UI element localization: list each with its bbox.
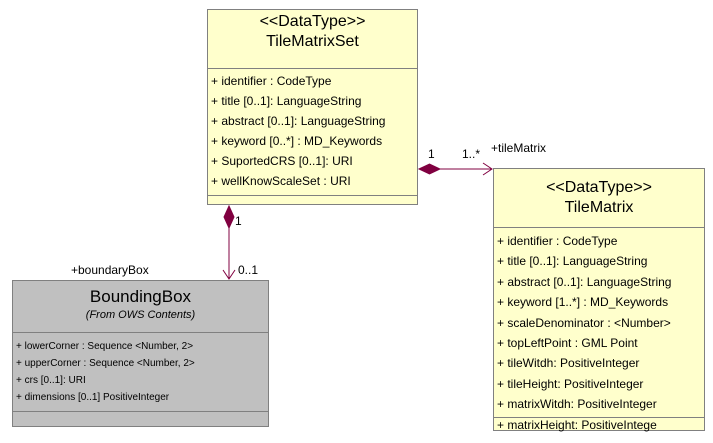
attribute-compartment: + lowerCorner : Sequence <Number, 2> + u… <box>13 333 268 412</box>
boundingbox-source-multiplicity: 1 <box>235 214 242 228</box>
class-name: TileMatrixSet <box>266 33 359 50</box>
attribute: + upperCorner : Sequence <Number, 2> <box>16 358 195 369</box>
boundingbox-arrowhead <box>222 269 236 280</box>
class-tilematrix[interactable]: <<DataType>> TileMatrix + identifier : C… <box>493 168 705 432</box>
attribute: + identifier : CodeType <box>211 74 332 88</box>
boundingbox-composition-diamond <box>223 204 235 230</box>
attribute-compartment: + identifier : CodeType + title [0..1]: … <box>208 69 417 196</box>
class-name: BoundingBox <box>89 287 192 306</box>
attribute-compartment: + identifier : CodeType + title [0..1]: … <box>494 228 704 432</box>
attribute: + keyword [0..*] : MD_Keywords <box>211 134 383 148</box>
attribute: + abstract [0..1]: LanguageString <box>497 274 672 289</box>
class-boundingbox[interactable]: BoundingBox (From OWS Contents) + lowerC… <box>12 280 269 427</box>
boundingbox-target-multiplicity: 0..1 <box>238 263 259 277</box>
attribute: + matrixWitdh: PositiveInteger <box>497 397 657 412</box>
attribute: + title [0..1]: LanguageString <box>497 254 648 269</box>
attribute: + topLeftPoint : GML Point <box>497 336 638 351</box>
class-tilematrixset[interactable]: <<DataType>> TileMatrixSet + identifier … <box>207 9 418 205</box>
tilematrix-target-multiplicity: 1..* <box>462 147 481 161</box>
attribute: + SuportedCRS [0..1]: URI <box>211 154 353 168</box>
attribute: + scaleDenominator : <Number> <box>497 315 671 330</box>
tilematrix-source-multiplicity: 1 <box>428 147 435 161</box>
class-name: TileMatrix <box>564 199 634 216</box>
stereotype-label: <<DataType>> <box>546 179 652 196</box>
class-header: <<DataType>> TileMatrix <box>494 169 704 228</box>
attribute: + crs [0..1]: URI <box>16 375 86 386</box>
attribute: + tileHeight: PositiveInteger <box>497 376 644 391</box>
attribute: + tileWitdh: PositiveInteger <box>497 356 640 371</box>
class-header: <<DataType>> TileMatrixSet <box>208 10 417 69</box>
attribute: + dimensions [0..1] PositiveInteger <box>16 392 170 403</box>
class-source-note: (From OWS Contents) <box>85 309 196 321</box>
class-header: BoundingBox (From OWS Contents) <box>13 281 268 333</box>
boundingbox-role-label: +boundaryBox <box>71 263 149 277</box>
tilematrix-composition-diamond <box>417 163 442 175</box>
attribute: + keyword [1..*] : MD_Keywords <box>497 295 669 310</box>
attribute: + matrixHeight: PositiveIntege <box>497 417 657 432</box>
attribute: + wellKnowScaleSet : URI <box>211 174 351 188</box>
attribute: + identifier : CodeType <box>497 234 618 248</box>
tilematrix-role-label: +tileMatrix <box>491 141 547 155</box>
attribute: + lowerCorner : Sequence <Number, 2> <box>16 341 194 352</box>
attribute: + title [0..1]: LanguageString <box>211 94 362 108</box>
tilematrix-arrowhead <box>482 162 493 176</box>
stereotype-label: <<DataType>> <box>259 13 366 30</box>
attribute: + abstract [0..1]: LanguageString <box>211 114 386 128</box>
